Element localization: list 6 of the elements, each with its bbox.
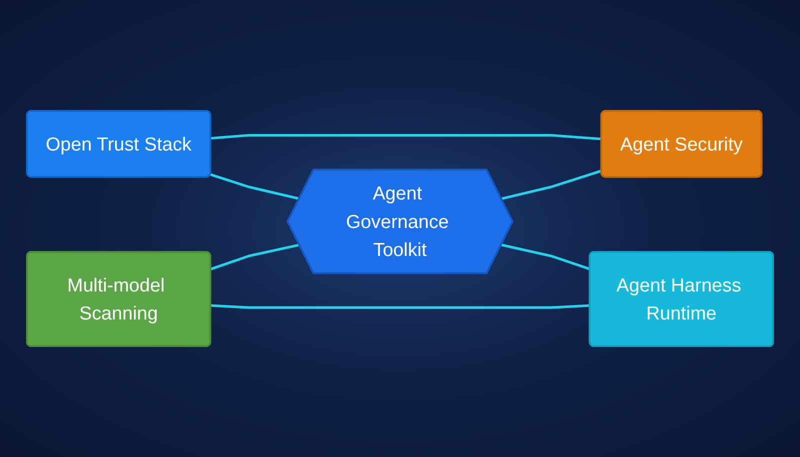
connector — [210, 244, 300, 270]
connector — [501, 170, 602, 200]
connector — [210, 304, 590, 309]
connector — [501, 244, 591, 270]
connector — [210, 173, 300, 200]
connector — [210, 134, 602, 140]
